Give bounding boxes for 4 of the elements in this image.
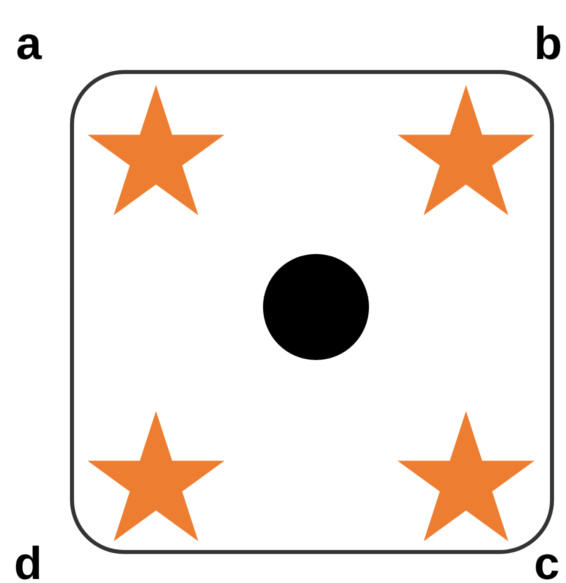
corner-letter: d xyxy=(14,540,42,583)
corner-letter: a xyxy=(16,20,42,66)
corner-letter: b xyxy=(534,20,562,66)
corner-letter: c xyxy=(534,540,560,583)
